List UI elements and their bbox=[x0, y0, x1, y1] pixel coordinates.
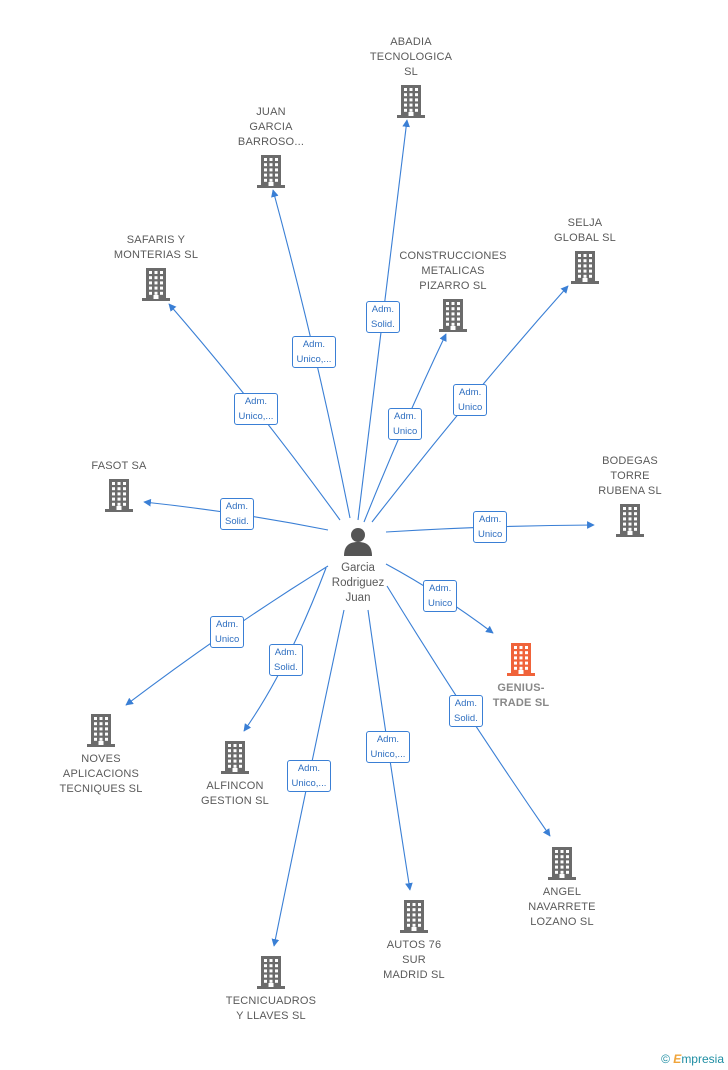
building-icon bbox=[36, 713, 166, 747]
company-node-autos[interactable]: AUTOS 76 SUR MADRID SL bbox=[349, 899, 479, 983]
company-name: ALFINCON GESTION SL bbox=[200, 780, 270, 807]
company-name: JUAN GARCIA BARROSO... bbox=[237, 106, 305, 148]
company-node-fasot[interactable]: FASOT SA bbox=[54, 459, 184, 512]
company-node-angel[interactable]: ANGEL NAVARRETE LOZANO SL bbox=[497, 846, 627, 930]
company-name: TECNICUADROS Y LLAVES SL bbox=[225, 995, 317, 1022]
building-icon bbox=[170, 740, 300, 774]
building-icon bbox=[497, 846, 627, 880]
edge-label-selja[interactable]: Adm. Unico bbox=[453, 384, 488, 416]
building-icon bbox=[206, 154, 336, 188]
edge-label-angel[interactable]: Adm. Solid. bbox=[449, 695, 483, 727]
person-icon bbox=[344, 528, 372, 556]
edge-label-construcciones[interactable]: Adm. Unico bbox=[388, 408, 423, 440]
company-name: FASOT SA bbox=[91, 460, 147, 472]
company-node-noves[interactable]: NOVES APLICACIONS TECNIQUES SL bbox=[36, 713, 166, 797]
edge-label-alfincon[interactable]: Adm. Solid. bbox=[269, 644, 303, 676]
copyright-symbol: © bbox=[661, 1052, 670, 1066]
company-name: GENIUS- TRADE SL bbox=[492, 682, 550, 709]
center-person-node[interactable]: Garcia Rodriguez Juan bbox=[303, 526, 413, 606]
building-icon bbox=[456, 642, 586, 676]
edge-label-abadia[interactable]: Adm. Solid. bbox=[366, 301, 400, 333]
building-icon bbox=[54, 478, 184, 512]
company-name: ABADIA TECNOLOGICA SL bbox=[369, 36, 453, 78]
building-icon bbox=[388, 298, 518, 332]
edge-label-noves[interactable]: Adm. Unico bbox=[210, 616, 245, 648]
building-icon bbox=[346, 84, 476, 118]
brand-name: mpresia bbox=[681, 1052, 724, 1066]
company-name: BODEGAS TORRE RUBENA SL bbox=[598, 455, 662, 497]
edge-label-bodegas[interactable]: Adm. Unico bbox=[473, 511, 508, 543]
building-icon bbox=[349, 899, 479, 933]
edge-label-tecnicuadros[interactable]: Adm. Unico,... bbox=[286, 760, 332, 792]
company-name: AUTOS 76 SUR MADRID SL bbox=[383, 939, 445, 981]
company-name: SAFARIS Y MONTERIAS SL bbox=[113, 234, 199, 261]
brand-logo: © Empresia bbox=[661, 1052, 724, 1066]
brand-initial: E bbox=[673, 1052, 682, 1066]
building-icon bbox=[520, 250, 650, 284]
edge-label-genius[interactable]: Adm. Unico bbox=[423, 580, 458, 612]
edge-label-fasot[interactable]: Adm. Solid. bbox=[220, 498, 254, 530]
company-node-bodegas[interactable]: BODEGAS TORRE RUBENA SL bbox=[565, 454, 695, 537]
company-name: CONSTRUCCIONES METALICAS PIZARRO SL bbox=[399, 250, 507, 292]
company-node-alfincon[interactable]: ALFINCON GESTION SL bbox=[170, 740, 300, 809]
edge-label-autos[interactable]: Adm. Unico,... bbox=[365, 731, 411, 763]
edge-label-safaris[interactable]: Adm. Unico,... bbox=[233, 393, 279, 425]
company-node-construcciones[interactable]: CONSTRUCCIONES METALICAS PIZARRO SL bbox=[388, 249, 518, 332]
building-icon bbox=[206, 955, 336, 989]
company-name: ANGEL NAVARRETE LOZANO SL bbox=[528, 886, 596, 928]
building-icon bbox=[565, 503, 695, 537]
company-name: SELJA GLOBAL SL bbox=[554, 217, 616, 244]
company-node-safaris[interactable]: SAFARIS Y MONTERIAS SL bbox=[91, 233, 221, 301]
company-name: NOVES APLICACIONS TECNIQUES SL bbox=[59, 753, 143, 795]
company-node-genius[interactable]: GENIUS- TRADE SL bbox=[456, 642, 586, 711]
edge-label-juan[interactable]: Adm. Unico,... bbox=[291, 336, 337, 368]
company-node-juan[interactable]: JUAN GARCIA BARROSO... bbox=[206, 105, 336, 188]
company-node-abadia[interactable]: ABADIA TECNOLOGICA SL bbox=[346, 35, 476, 118]
company-node-tecnicuadros[interactable]: TECNICUADROS Y LLAVES SL bbox=[206, 955, 336, 1024]
center-person-name: Garcia Rodriguez Juan bbox=[331, 562, 385, 604]
building-icon bbox=[91, 267, 221, 301]
company-node-selja[interactable]: SELJA GLOBAL SL bbox=[520, 216, 650, 284]
